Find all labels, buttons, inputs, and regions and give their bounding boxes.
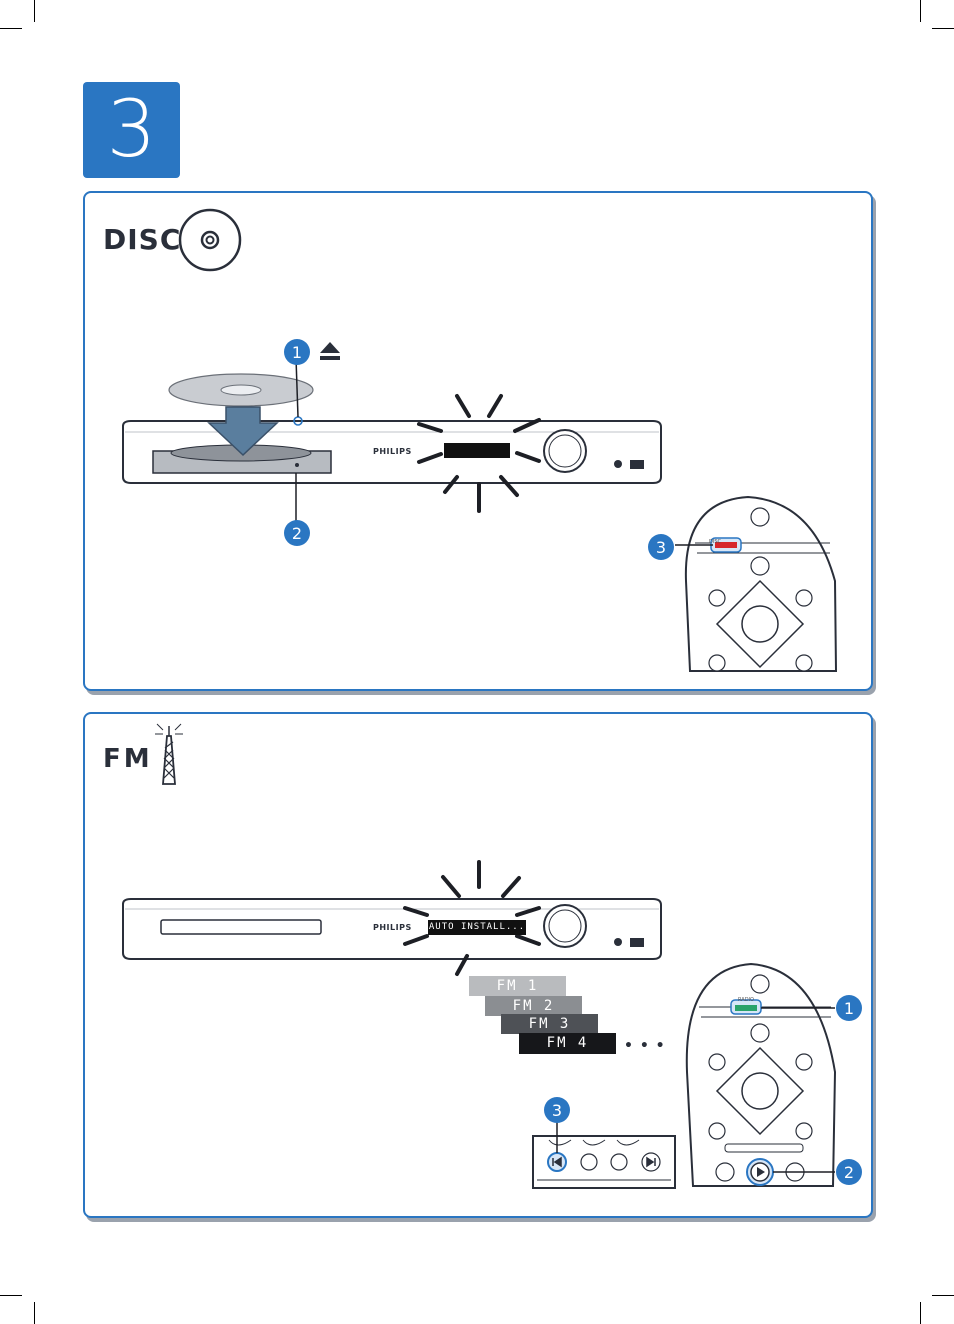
callout-badge: 1 [836, 995, 862, 1021]
front-display [428, 920, 526, 935]
remote-radio-label: RADIO [738, 997, 754, 1003]
antenna-icon [155, 723, 183, 785]
callout-badge: 2 [836, 1159, 862, 1185]
crop-mark [34, 0, 35, 22]
disc-illustration [122, 357, 838, 672]
callout-badge: 3 [544, 1097, 570, 1123]
brand-logo: PHILIPS [373, 923, 412, 932]
eject-icon [320, 342, 340, 360]
flash-rays [417, 394, 541, 513]
preset-strip [469, 976, 566, 996]
callout-badge: 1 [284, 339, 310, 365]
callout-badge: 2 [284, 520, 310, 546]
fm-section-label: FM [103, 744, 153, 774]
crop-mark [920, 1302, 921, 1324]
callout-badge: 3 [648, 534, 674, 560]
display-text: DISC [381, 444, 407, 454]
remote-control [685, 962, 837, 1187]
crop-mark [932, 1295, 954, 1296]
step-number-badge: 3 [83, 82, 180, 178]
brand-logo: PHILIPS [373, 447, 412, 456]
preset-label: FM 2 [512, 998, 555, 1014]
more-presets-ellipsis: • • • [624, 1038, 666, 1054]
insert-arrow [207, 406, 279, 457]
crop-mark [0, 28, 22, 29]
fm-illustration [122, 723, 837, 1189]
preset-strip [519, 1033, 616, 1054]
display-text: AUTO INSTALL... [428, 922, 526, 932]
remote-disc-label: DISC [709, 539, 721, 545]
disc-section-label: DISC [103, 223, 182, 256]
disc-display-wrap: DISC [361, 442, 427, 457]
remote-control [684, 495, 838, 672]
callout-lines [556, 1007, 835, 1173]
crop-mark [920, 0, 921, 22]
disc-artwork [168, 373, 314, 407]
preset-label: FM 1 [496, 978, 539, 994]
preset-label: FM 3 [528, 1016, 571, 1032]
flash-rays [403, 860, 541, 976]
preset-strip [485, 996, 582, 1016]
crop-mark [932, 28, 954, 29]
preset-strip [501, 1014, 598, 1034]
crop-mark [34, 1302, 35, 1324]
disc-icon [178, 208, 242, 272]
preset-label: FM 4 [546, 1035, 589, 1051]
crop-mark [0, 1295, 22, 1296]
callout-lines [295, 357, 713, 546]
front-display [444, 443, 510, 458]
remote-fragment [532, 1135, 676, 1189]
